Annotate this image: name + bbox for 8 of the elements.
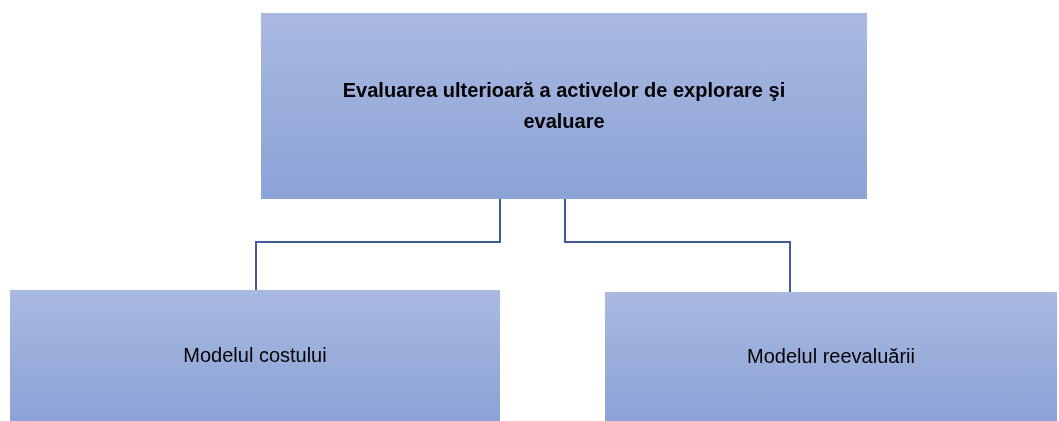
process-box xyxy=(10,290,500,421)
process-box xyxy=(605,292,1057,421)
box-label: Modelul costului xyxy=(183,343,327,368)
box-label: Modelul reevaluării xyxy=(747,344,915,369)
process-box xyxy=(261,13,867,199)
connector-line xyxy=(564,198,791,293)
box-label: Evaluarea ulterioară a activelor de explorare şi evaluare xyxy=(341,78,787,134)
connector-line xyxy=(255,198,501,291)
